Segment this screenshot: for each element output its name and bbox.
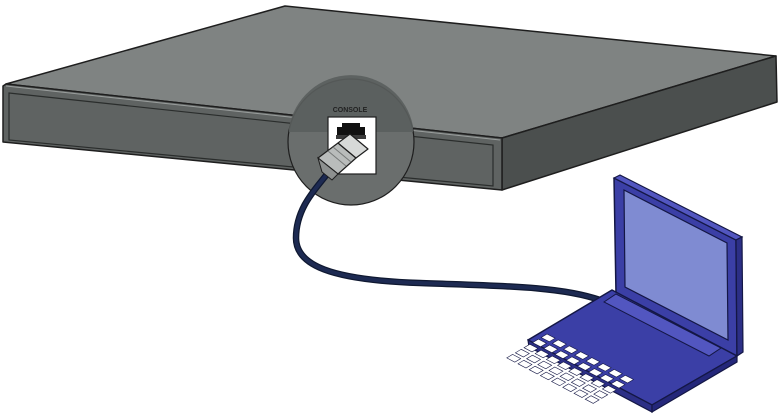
console-port-label: CONSOLE bbox=[333, 107, 368, 114]
keyboard-key bbox=[590, 379, 606, 388]
keyboard-key bbox=[514, 348, 530, 358]
keyboard-key bbox=[584, 395, 600, 404]
keyboard-key bbox=[562, 345, 579, 354]
keyboard-key bbox=[565, 356, 581, 365]
keyboard-key bbox=[525, 354, 542, 364]
keyboard-key bbox=[543, 344, 559, 354]
keyboard-key bbox=[537, 360, 553, 370]
keyboard-key bbox=[554, 350, 570, 359]
laptop bbox=[506, 174, 744, 414]
keyboard-key bbox=[568, 367, 584, 376]
keyboard-key bbox=[531, 338, 548, 348]
keyboard-key bbox=[506, 354, 522, 363]
keyboard-key bbox=[559, 372, 575, 381]
keyboard-key bbox=[545, 355, 561, 365]
keyboard-key bbox=[618, 374, 635, 384]
rj45-plug-connector bbox=[317, 133, 369, 181]
laptop-keyboard bbox=[506, 333, 635, 404]
laptop-screen bbox=[623, 189, 729, 341]
keyboard-key bbox=[528, 365, 544, 375]
keyboard-key bbox=[573, 389, 589, 398]
keyboard-key bbox=[585, 357, 601, 366]
keyboard-key bbox=[550, 377, 567, 387]
cable-line-core bbox=[293, 168, 602, 302]
keyboard-key bbox=[581, 384, 598, 393]
magnifier-top-shade bbox=[289, 75, 413, 132]
keyboard-key bbox=[593, 390, 609, 399]
keyboard-key bbox=[610, 380, 626, 389]
keyboard-key bbox=[607, 369, 623, 378]
keyboard-key bbox=[576, 362, 592, 371]
keyboard-key bbox=[579, 373, 595, 382]
keyboard-key bbox=[556, 361, 573, 370]
keyboard-key bbox=[601, 385, 617, 394]
keyboard-key bbox=[534, 349, 550, 359]
keyboard-key bbox=[562, 383, 578, 392]
laptop-hinge bbox=[603, 293, 722, 357]
keyboard-key bbox=[540, 333, 556, 343]
keyboard-key bbox=[587, 368, 604, 377]
laptop-base-side bbox=[651, 354, 738, 414]
rj45-socket bbox=[337, 123, 365, 135]
keyboard-key bbox=[599, 374, 615, 383]
keyboard-key bbox=[548, 366, 564, 376]
laptop-lid-side bbox=[735, 236, 744, 358]
plug-head bbox=[337, 133, 369, 159]
keyboard-key bbox=[574, 351, 590, 360]
keyboard-key bbox=[523, 343, 539, 353]
keyboard-key bbox=[539, 371, 555, 381]
device-front-highlight bbox=[5, 85, 501, 141]
keyboard-key bbox=[570, 378, 586, 387]
keyboard-key bbox=[517, 359, 533, 369]
keyboard-key bbox=[551, 339, 567, 348]
plug-boot bbox=[317, 156, 339, 181]
keyboard-key bbox=[596, 363, 612, 372]
plug-ridge bbox=[327, 146, 352, 167]
console-cable bbox=[292, 133, 604, 304]
